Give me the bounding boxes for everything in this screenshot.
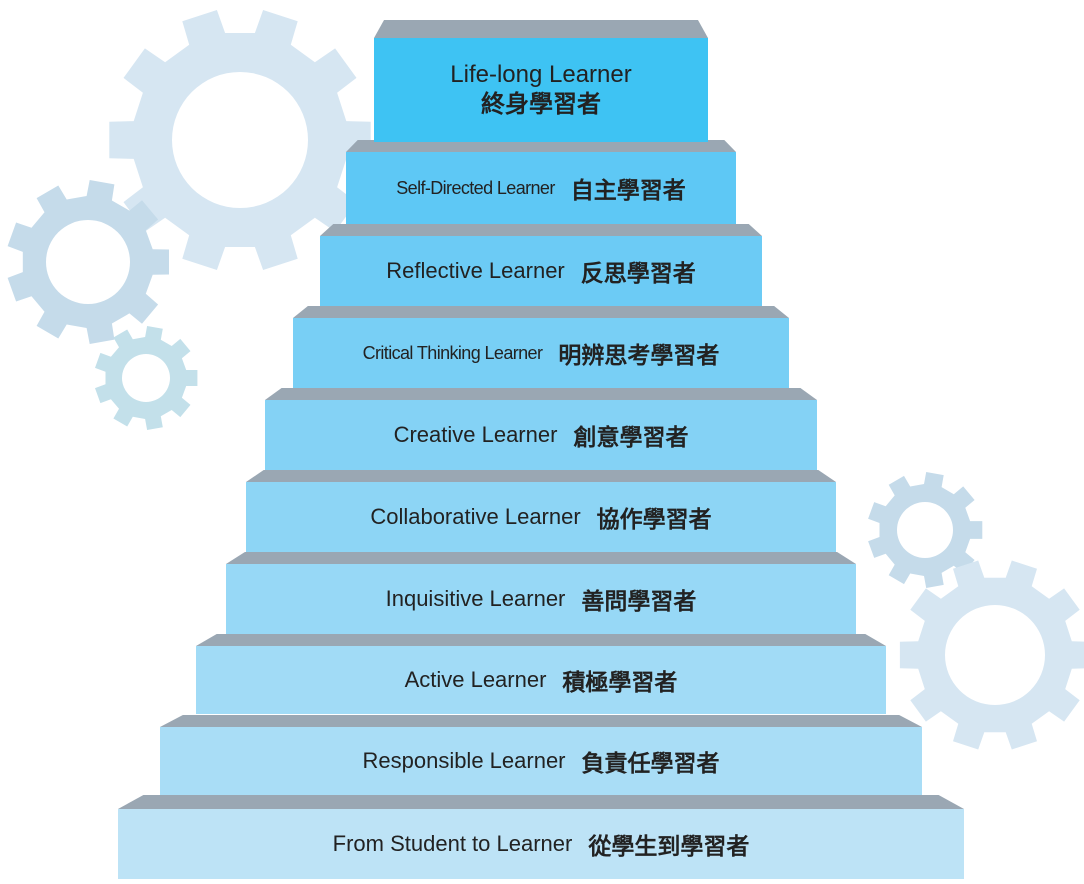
step-label-zh: 積極學習者 <box>562 669 678 695</box>
small-gear-icon <box>95 326 198 430</box>
step-creative-learner: Creative Learner 創意學習者 <box>265 388 817 476</box>
step-label-zh: 善問學習者 <box>581 588 697 614</box>
step-label-zh: 自主學習者 <box>570 177 686 203</box>
step-inquisitive-learner: Inquisitive Learner 善問學習者 <box>226 552 856 640</box>
step-label-en: From Student to Learner <box>332 831 573 856</box>
step-label-zh: 明辨思考學習者 <box>558 342 720 368</box>
step-face: Critical Thinking Learner 明辨思考學習者 <box>293 318 789 388</box>
step-top-edge <box>160 715 922 727</box>
step-face: Collaborative Learner 協作學習者 <box>246 482 836 552</box>
step-face: Active Learner 積極學習者 <box>196 646 886 714</box>
step-label-en: Collaborative Learner <box>370 504 581 529</box>
step-label-zh: 反思學習者 <box>580 260 696 286</box>
step-critical-thinking-learner: Critical Thinking Learner 明辨思考學習者 <box>293 306 789 394</box>
step-top-edge <box>346 140 736 152</box>
step-label-en: Reflective Learner <box>386 258 565 283</box>
large-gear-icon <box>109 10 371 270</box>
step-label-en: Creative Learner <box>393 422 558 447</box>
step-label-en: Self-Directed Learner <box>396 177 555 198</box>
step-face: Reflective Learner 反思學習者 <box>320 236 762 306</box>
step-label-en: Active Learner <box>404 667 547 692</box>
step-life-long-learner: Life-long Learner 終身學習者 <box>374 20 708 146</box>
medium-gear-icon <box>7 180 169 344</box>
step-label-en: Inquisitive Learner <box>385 586 566 611</box>
step-collaborative-learner: Collaborative Learner 協作學習者 <box>246 470 836 558</box>
step-top-edge <box>118 795 964 809</box>
step-top-edge <box>320 224 762 236</box>
step-responsible-learner: Responsible Learner 負責任學習者 <box>160 715 922 801</box>
step-label-zh: 創意學習者 <box>573 424 689 450</box>
step-top-edge <box>246 470 836 482</box>
step-top-edge <box>226 552 856 564</box>
small-gear-icon <box>868 472 983 588</box>
step-top-edge <box>265 388 817 400</box>
step-face: From Student to Learner 從學生到學習者 <box>118 809 964 879</box>
step-label-zh: 從學生到學習者 <box>588 833 750 859</box>
step-reflective-learner: Reflective Learner 反思學習者 <box>320 224 762 312</box>
step-label-zh: 協作學習者 <box>596 506 712 532</box>
step-face: Inquisitive Learner 善問學習者 <box>226 564 856 634</box>
step-label-zh: 終身學習者 <box>481 91 601 118</box>
step-top-edge <box>196 634 886 646</box>
step-face: Self-Directed Learner 自主學習者 <box>346 152 736 224</box>
step-self-directed-learner: Self-Directed Learner 自主學習者 <box>346 140 736 230</box>
step-active-learner: Active Learner 積極學習者 <box>196 634 886 720</box>
step-label-en: Critical Thinking Learner <box>362 342 543 363</box>
step-label-zh: 負責任學習者 <box>581 750 720 776</box>
step-face: Responsible Learner 負責任學習者 <box>160 727 922 795</box>
step-label-en: Responsible Learner <box>362 748 566 773</box>
step-face: Life-long Learner 終身學習者 <box>374 38 708 142</box>
step-label-en: Life-long Learner <box>450 61 632 88</box>
step-face: Creative Learner 創意學習者 <box>265 400 817 470</box>
large-gear-icon <box>899 560 1084 750</box>
step-top-edge <box>293 306 789 318</box>
step-from-student-to-learner: From Student to Learner 從學生到學習者 <box>118 795 964 884</box>
step-top-edge <box>374 20 708 38</box>
